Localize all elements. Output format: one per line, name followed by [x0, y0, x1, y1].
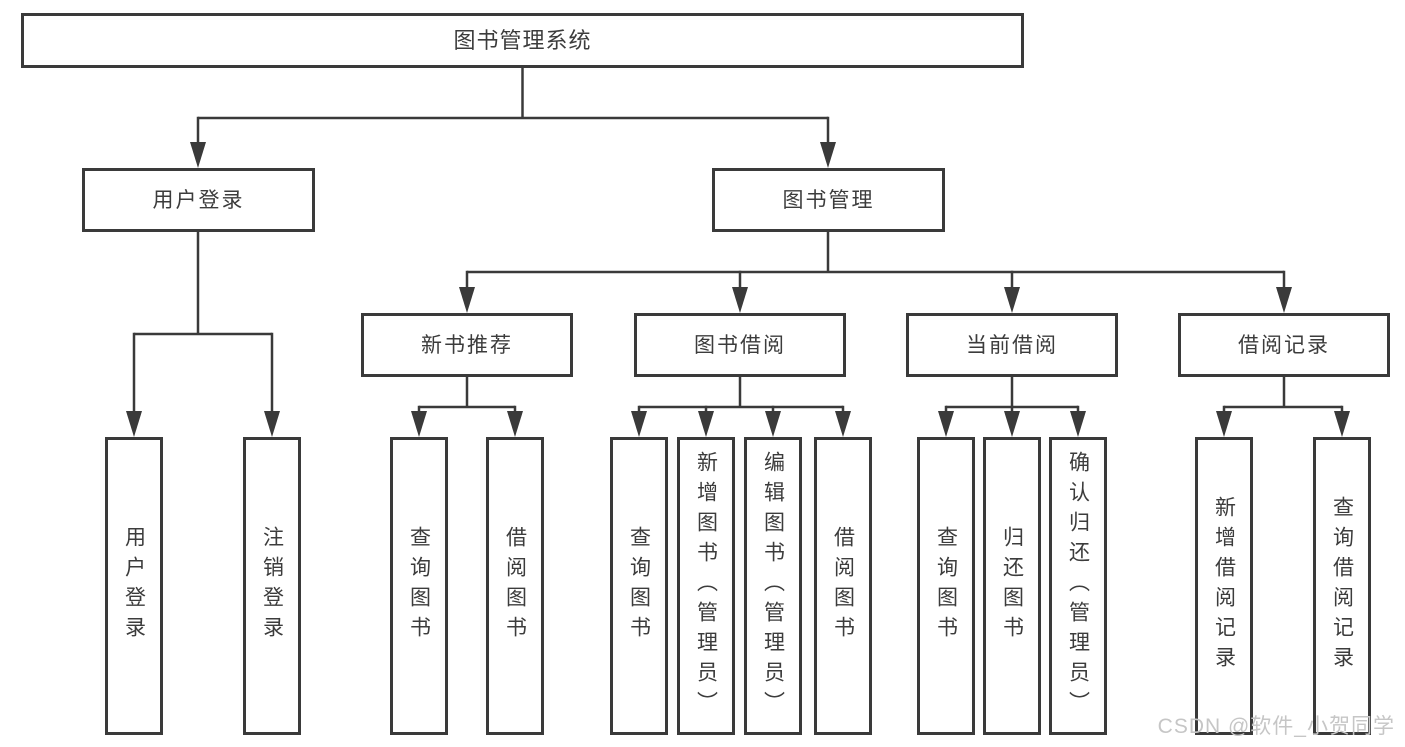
leaf-newbooks-query-books: 查询图书 [390, 437, 448, 735]
node-new-books: 新书推荐 [361, 313, 573, 377]
leaf-borrow-query-books-label: 查询图书 [627, 526, 651, 646]
leaf-current-return-books: 归还图书 [983, 437, 1041, 735]
watermark: CSDN @软件_小贺同学 [1157, 715, 1395, 738]
leaf-borrow-edit-books-label: 编辑图书（管理员） [761, 451, 785, 721]
leaf-current-confirm-return-label: 确认归还（管理员） [1066, 451, 1090, 721]
book-borrow-label: 图书借阅 [694, 333, 786, 357]
leaf-newbooks-borrow-books-label: 借阅图书 [503, 526, 527, 646]
borrow-records-label: 借阅记录 [1238, 333, 1330, 357]
leaf-borrow-add-books: 新增图书（管理员） [677, 437, 735, 735]
leaf-logout-label: 注销登录 [260, 526, 284, 646]
node-borrow-records: 借阅记录 [1178, 313, 1390, 377]
leaf-current-query-books-label: 查询图书 [934, 526, 958, 646]
current-borrow-label: 当前借阅 [966, 333, 1058, 357]
root-label: 图书管理系统 [453, 27, 592, 53]
leaf-records-query-record-label: 查询借阅记录 [1330, 496, 1354, 676]
user-login-label: 用户登录 [152, 188, 245, 212]
leaf-newbooks-query-books-label: 查询图书 [407, 526, 431, 646]
node-root-system: 图书管理系统 [21, 13, 1024, 68]
leaf-borrow-borrow-books-label: 借阅图书 [831, 526, 855, 646]
leaf-current-query-books: 查询图书 [917, 437, 975, 735]
leaf-user-login-label: 用户登录 [122, 526, 146, 646]
new-books-label: 新书推荐 [421, 333, 513, 357]
leaf-newbooks-borrow-books: 借阅图书 [486, 437, 544, 735]
book-mgmt-label: 图书管理 [782, 188, 875, 212]
node-current-borrow: 当前借阅 [906, 313, 1118, 377]
leaf-user-login: 用户登录 [105, 437, 163, 735]
leaf-records-add-record-label: 新增借阅记录 [1212, 496, 1236, 676]
leaf-records-query-record: 查询借阅记录 [1313, 437, 1371, 735]
leaf-current-confirm-return: 确认归还（管理员） [1049, 437, 1107, 735]
arrowheads [126, 142, 1350, 437]
node-book-borrow: 图书借阅 [634, 313, 846, 377]
leaf-current-return-books-label: 归还图书 [1000, 526, 1024, 646]
leaf-records-add-record: 新增借阅记录 [1195, 437, 1253, 735]
leaf-borrow-add-books-label: 新增图书（管理员） [694, 451, 718, 721]
leaf-borrow-edit-books: 编辑图书（管理员） [744, 437, 802, 735]
leaf-borrow-borrow-books: 借阅图书 [814, 437, 872, 735]
leaf-logout: 注销登录 [243, 437, 301, 735]
node-user-login: 用户登录 [82, 168, 315, 232]
node-book-mgmt: 图书管理 [712, 168, 945, 232]
leaf-borrow-query-books: 查询图书 [610, 437, 668, 735]
